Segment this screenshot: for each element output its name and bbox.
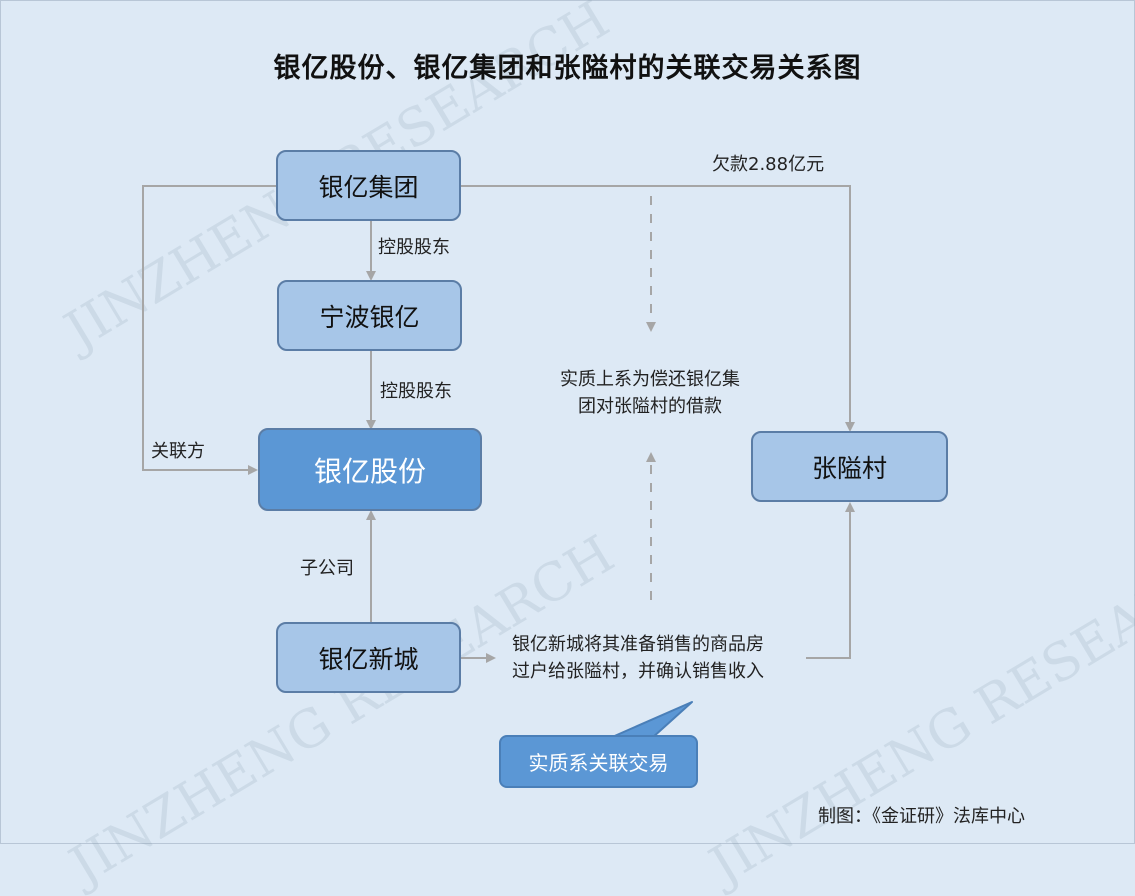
node-yinyi-xincheng: 银亿新城 xyxy=(276,622,461,693)
edge-related-party xyxy=(142,185,277,475)
note-substance-line2: 团对张隘村的借款 xyxy=(578,396,722,417)
note-substance: 实质上系为偿还银亿集 团对张隘村的借款 xyxy=(540,366,760,420)
node-yinyi-group: 银亿集团 xyxy=(276,150,461,221)
node-zhangai-village: 张隘村 xyxy=(751,431,948,502)
label-debt: 欠款2.88亿元 xyxy=(712,154,825,175)
label-controlling-shareholder-2: 控股股东 xyxy=(380,381,452,402)
callout-related-transaction: 实质系关联交易 xyxy=(499,735,698,788)
connector-lines xyxy=(142,185,855,739)
callout-pointer xyxy=(609,701,693,739)
label-controlling-shareholder-1: 控股股东 xyxy=(378,237,450,258)
footer-credit: 制图：《金证研》法库中心 xyxy=(818,806,1025,827)
note-transfer-line1: 银亿新城将其准备销售的商品房 xyxy=(512,634,764,655)
node-yinyi-shares: 银亿股份 xyxy=(258,428,482,511)
note-transfer: 银亿新城将其准备销售的商品房 过户给张隘村，并确认销售收入 xyxy=(512,631,802,685)
node-ningbo-yinyi: 宁波银亿 xyxy=(277,280,462,351)
edge-debt xyxy=(460,185,855,432)
label-subsidiary: 子公司 xyxy=(300,558,354,579)
edge-to-village xyxy=(806,502,855,659)
diagram-title: 银亿股份、银亿集团和张隘村的关联交易关系图 xyxy=(273,53,862,84)
label-related-party: 关联方 xyxy=(151,441,205,462)
note-transfer-line2: 过户给张隘村，并确认销售收入 xyxy=(512,661,764,682)
note-substance-line1: 实质上系为偿还银亿集 xyxy=(560,369,740,390)
